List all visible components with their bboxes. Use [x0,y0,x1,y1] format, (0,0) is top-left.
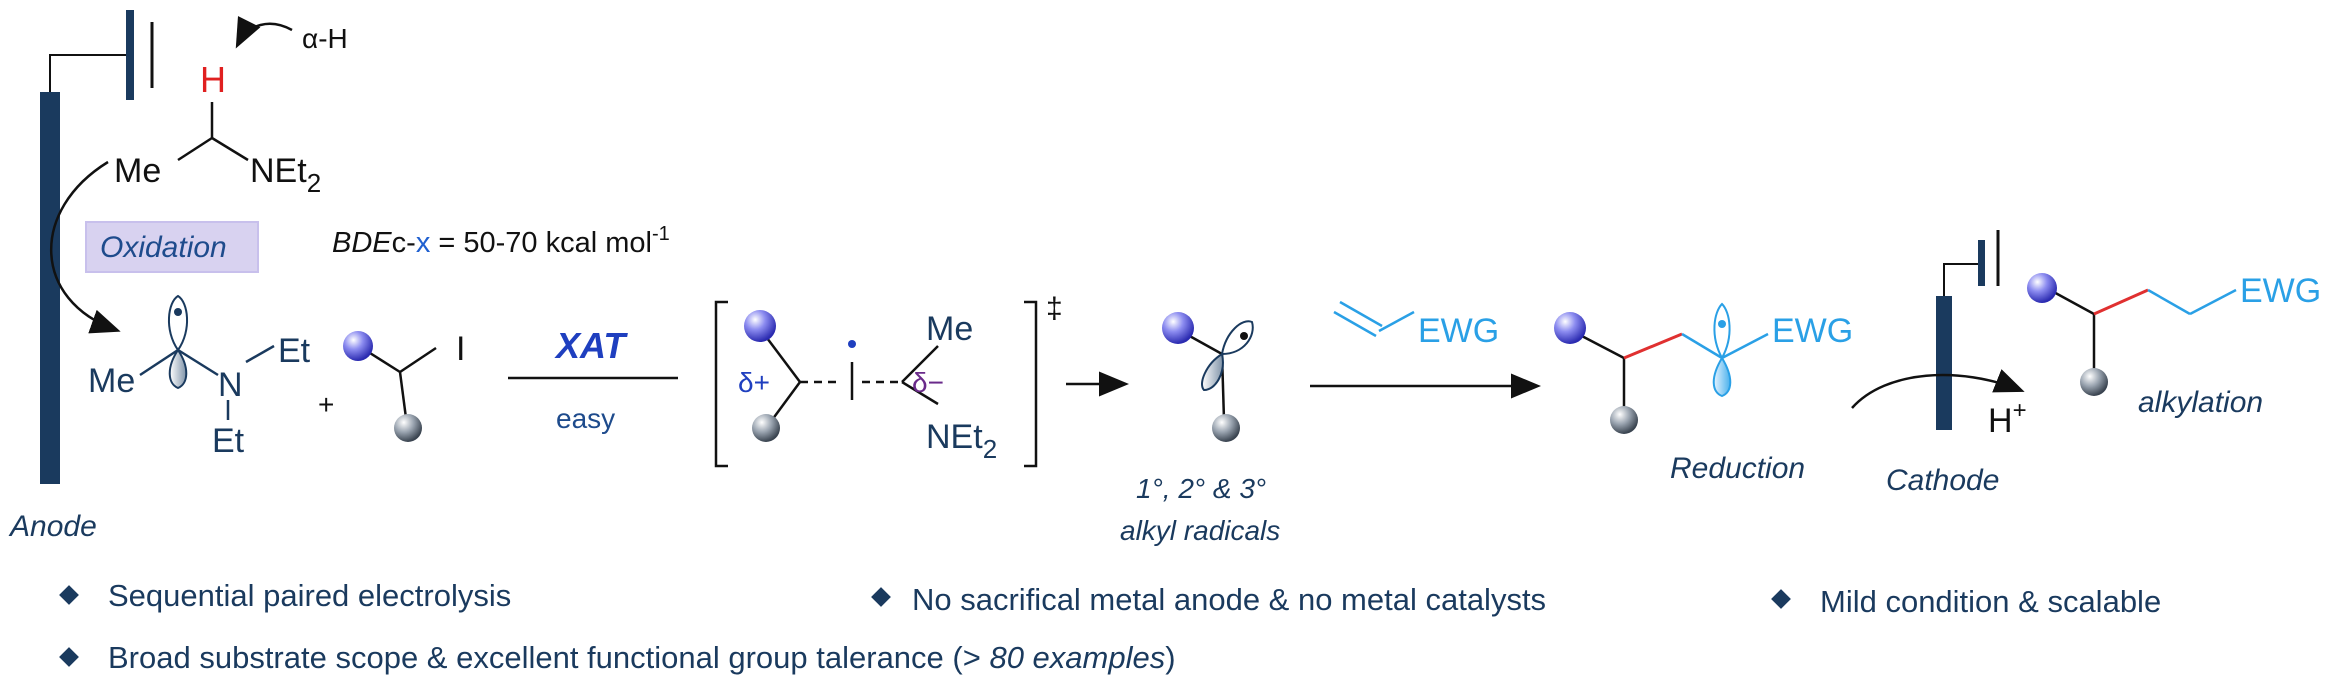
ewg-label-reagent: EWG [1418,312,1499,350]
delta-minus-label: δ− [912,367,944,398]
sphere-icon [1162,312,1194,344]
sphere-icon [2027,273,2057,303]
easy-label: easy [556,403,615,434]
bullet-substrate-scope: Broad substrate scope & excellent functi… [108,640,1176,675]
oxidation-arrow [49,160,121,334]
anode-electrode-icon [40,10,154,484]
oxidation-box [85,221,259,273]
p-orbital-icon [1201,352,1224,392]
sphere-icon [394,414,422,442]
p-orbital-icon [1713,302,1731,361]
cathode-label: Cathode [1886,464,1999,497]
bullet-no-metal: No sacrifical metal anode & no metal cat… [912,582,1547,617]
transition-state [744,310,939,442]
et-label-1: Et [278,332,311,370]
radical-types-label: 1°, 2° & 3° [1136,473,1266,504]
alkyl-radical [1162,312,1254,442]
proton-arrow [1851,369,2025,409]
ts-net2-label: NEt2 [926,418,997,464]
anode-label: Anode [8,510,97,543]
oxidation-label: Oxidation [100,231,227,264]
alkene-ewg [1333,300,1415,338]
sphere-icon [1610,406,1638,434]
bde-label: BDEc-x = 50-70 kcal mol-1 [332,223,670,259]
h-plus-label: H+ [1988,397,2027,440]
triethylamine-top [177,102,249,162]
me-label: Me [114,152,161,190]
alkyl-iodide [343,331,437,442]
n-label: N [218,366,243,404]
sphere-icon [343,331,373,361]
alkylation-label: alkylation [2138,386,2263,419]
xat-label: XAT [554,325,628,366]
me-label-radical: Me [88,362,135,400]
sphere-icon [744,310,776,342]
p-orbital-icon [1712,356,1732,398]
bullet-mild-conditions: Mild condition & scalable [1820,584,2162,619]
p-orbital-icon [1220,320,1254,356]
alpha-h-label: α-H [302,23,348,54]
sphere-icon [1212,414,1240,442]
et-label-2: Et [212,422,245,460]
ts-bracket-left [714,300,728,468]
dagger-symbol: ‡ [1046,292,1063,325]
h-atom-label: H [200,59,226,100]
ts-bracket-right [1024,300,1038,468]
ewg-label-adduct: EWG [1772,312,1853,350]
plus-sign: + [318,389,334,420]
p-orbital-icon [167,294,189,352]
alkyl-radicals-label: alkyl radicals [1120,515,1280,546]
sphere-icon [1554,312,1586,344]
ewg-label-product: EWG [2240,272,2321,310]
aminoalkyl-radical [139,294,275,420]
alpha-h-arrow [235,16,293,49]
alkylation-product [2027,273,2237,396]
iodine-label: I [456,330,465,368]
ts-me-label: Me [926,310,973,348]
sphere-icon [752,414,780,442]
p-orbital-icon [168,348,188,390]
bullet-paired-electrolysis: Sequential paired electrolysis [108,578,512,613]
delta-plus-label: δ+ [738,367,770,398]
net2-label: NEt2 [250,152,321,198]
cathode-electrode-icon [1936,230,2000,430]
sphere-icon [2080,368,2108,396]
adduct-radical [1554,302,1769,434]
reduction-label: Reduction [1670,452,1805,485]
